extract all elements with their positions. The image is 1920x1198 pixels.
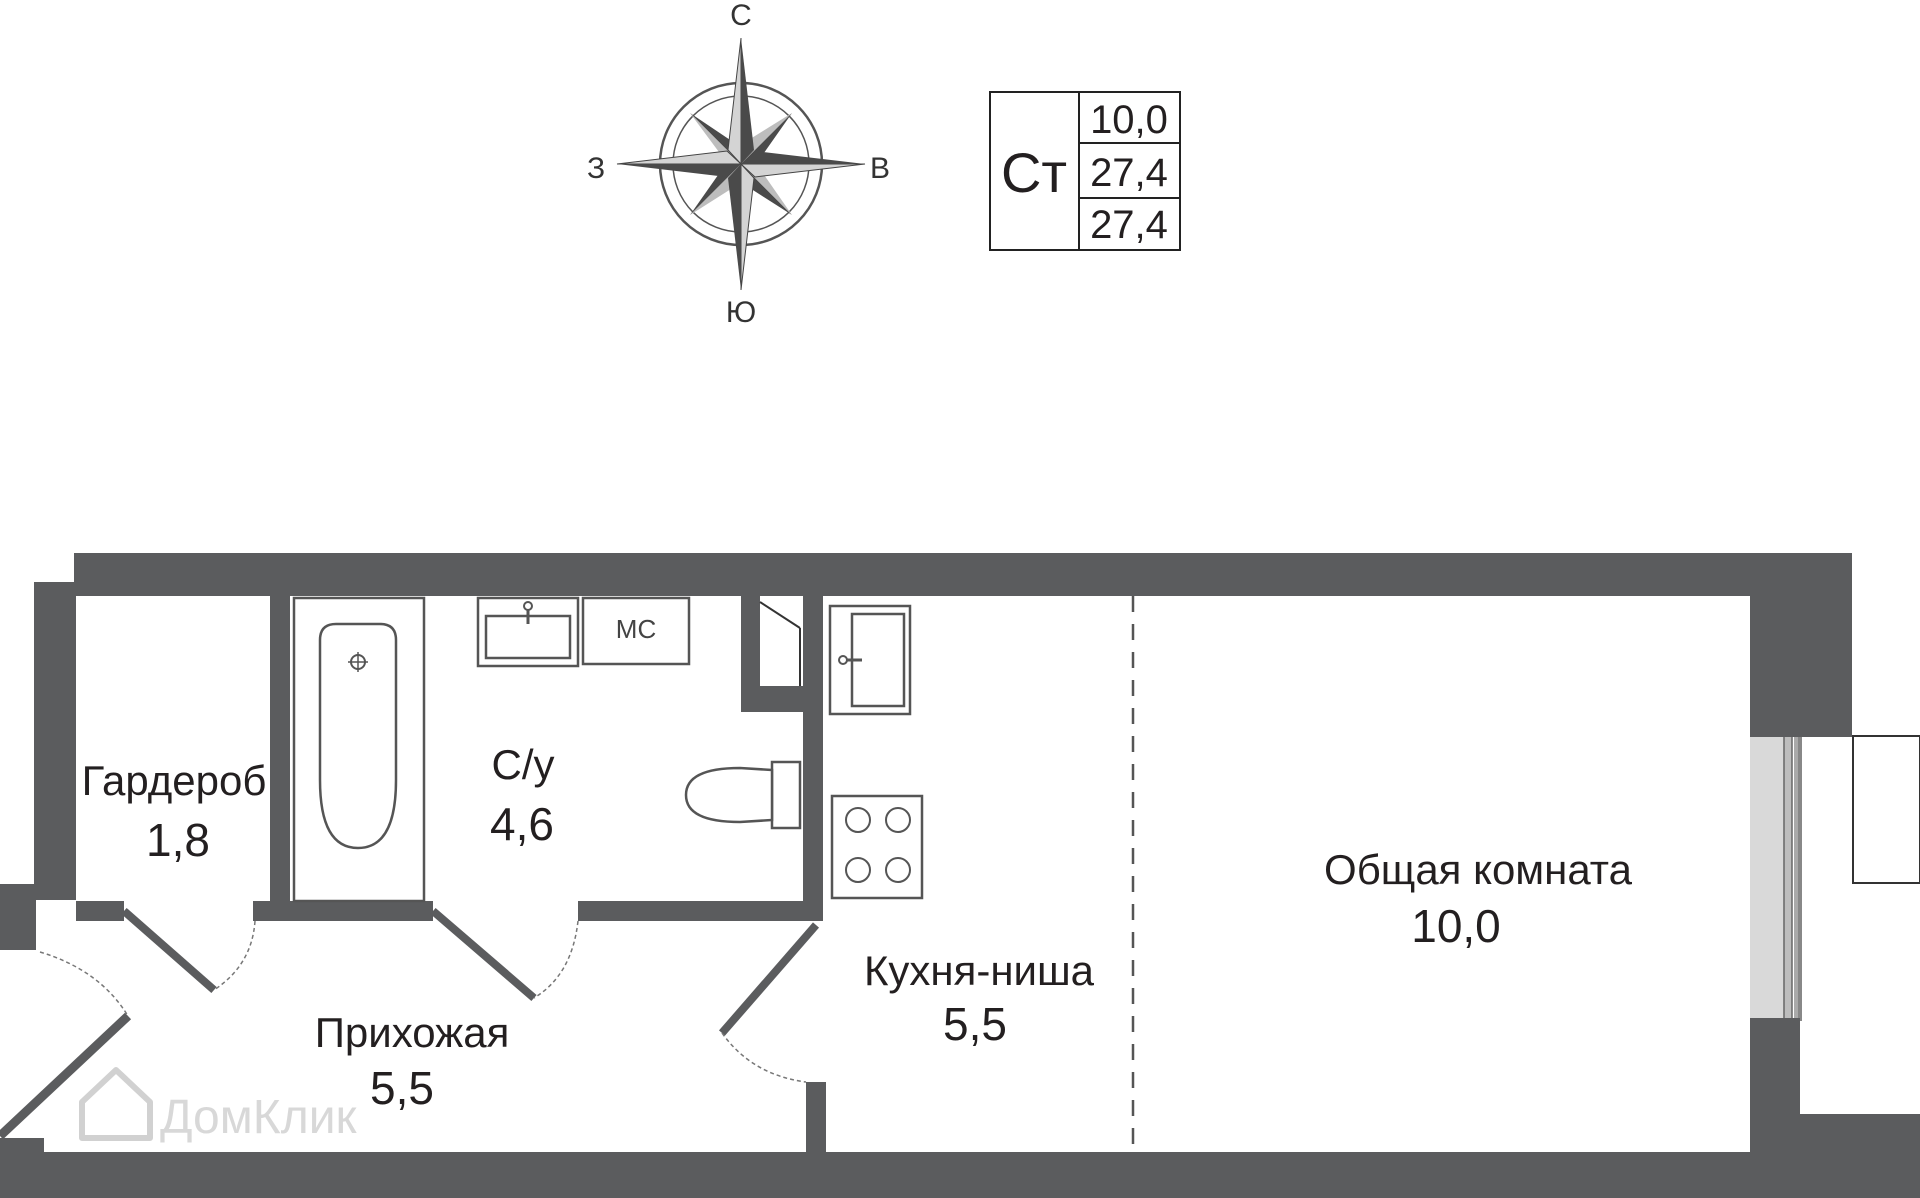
- room-area-bathroom: 4,6: [490, 798, 554, 850]
- stove: [830, 794, 924, 900]
- wall-kitchen-stub: [806, 1082, 826, 1156]
- wall-left-upper: [34, 553, 116, 900]
- bathroom-door: [430, 907, 537, 1002]
- watermark-text: ДомКлик: [160, 1091, 358, 1144]
- fixtures: МС: [292, 596, 924, 903]
- wall-wardrobe-bottom: [76, 901, 124, 921]
- wall-bottom: [0, 1152, 1920, 1198]
- entrance-door: [0, 1012, 132, 1140]
- house-icon: [79, 1067, 153, 1141]
- compass-east-point: [739, 163, 866, 178]
- wall-left-stub: [0, 884, 36, 950]
- compass-north-point: [727, 37, 742, 166]
- compass-east-label: В: [870, 152, 890, 185]
- summary-total-area-with-balcony: 27,4: [1090, 203, 1168, 247]
- bathroom-sink: [476, 596, 580, 668]
- washing-machine-label: МС: [616, 614, 656, 644]
- compass-north-label: С: [730, 0, 752, 32]
- wall-bath-bottom-left: [253, 901, 433, 921]
- room-name-bathroom: С/у: [492, 741, 555, 788]
- apartment-type-label: Ст: [1001, 141, 1067, 204]
- wall-top: [74, 553, 1852, 596]
- compass-main-points: [616, 37, 866, 291]
- wardrobe-door: [121, 907, 217, 994]
- wall-right-lower: [1750, 1018, 1920, 1198]
- room-name-hallway: Прихожая: [315, 1009, 510, 1056]
- kitchen-sink: [828, 604, 912, 716]
- room-labels: Гардероб 1,8 С/у 4,6 Прихожая 5,5 Кухня-…: [82, 741, 1633, 1114]
- wall-bath-kitchen: [803, 596, 823, 921]
- compass-west-label: З: [587, 152, 605, 185]
- bathtub: [292, 596, 426, 903]
- compass-west-point: [616, 150, 743, 165]
- room-area-wardrobe: 1,8: [146, 814, 210, 866]
- washing-machine: МС: [581, 596, 691, 666]
- doors: [0, 907, 820, 1140]
- room-name-wardrobe: Гардероб: [82, 757, 267, 804]
- walls: [0, 553, 1920, 1198]
- wall-right-upper: [1750, 553, 1852, 737]
- window: [1750, 729, 1920, 1025]
- compass-south-label: Ю: [726, 296, 756, 329]
- shaft: [741, 596, 803, 712]
- summary-total-area: 27,4: [1090, 151, 1168, 195]
- compass-rose: С Ю З В: [587, 0, 890, 329]
- room-name-living: Общая комната: [1324, 846, 1633, 893]
- compass-south-point: [740, 162, 755, 291]
- summary-living-area: 10,0: [1090, 98, 1168, 142]
- area-summary-table: Ст 10,0 27,4 27,4: [989, 91, 1181, 251]
- wall-wardrobe-bath: [270, 596, 290, 910]
- room-area-living: 10,0: [1411, 900, 1501, 952]
- room-area-kitchen: 5,5: [943, 998, 1007, 1050]
- watermark: ДомКлик: [79, 1067, 358, 1144]
- kitchen-door: [718, 922, 820, 1036]
- toilet: [684, 760, 802, 830]
- wall-bath-bottom-right: [578, 901, 823, 921]
- room-area-hallway: 5,5: [370, 1062, 434, 1114]
- room-name-kitchen: Кухня-ниша: [864, 947, 1095, 994]
